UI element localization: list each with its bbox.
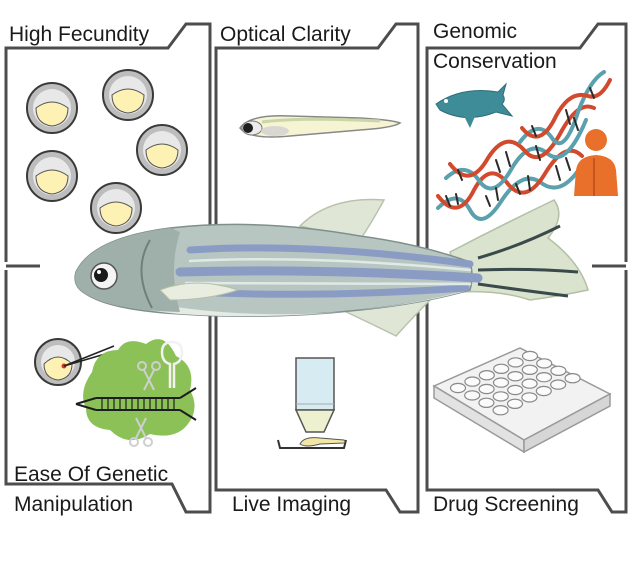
- plate-well: [550, 365, 567, 376]
- plate-well: [564, 373, 581, 384]
- frame-genetic-manipulation: [4, 270, 212, 514]
- label-conservation: Conservation: [433, 50, 557, 73]
- plate-well: [507, 357, 524, 368]
- egg-icon: [136, 124, 188, 176]
- zebrafish-illustration: [74, 198, 589, 337]
- injected-egg-icon: [34, 338, 82, 386]
- plate-well: [521, 350, 539, 362]
- plate-well: [536, 358, 553, 369]
- embryo-eggs: [26, 69, 188, 234]
- crispr-complex-icon: [75, 339, 197, 441]
- plate-well: [535, 385, 552, 397]
- plate-well: [521, 378, 538, 389]
- label-drug-screening: Drug Screening: [433, 493, 579, 516]
- egg-icon: [90, 182, 142, 234]
- plate-well: [478, 370, 495, 381]
- wells: [449, 350, 581, 416]
- transparent-larva-icon: [239, 115, 402, 138]
- panel-frames: [4, 22, 628, 514]
- frame-optical-clarity: [214, 22, 420, 262]
- egg-icon: [26, 82, 78, 134]
- label-optical-clarity: Optical Clarity: [220, 23, 351, 46]
- microscope-objective-icon: [294, 357, 336, 433]
- plate-well: [507, 384, 524, 396]
- plate-well: [492, 377, 510, 388]
- label-live-imaging: Live Imaging: [232, 493, 352, 516]
- plate-well: [449, 382, 467, 394]
- frame-drug-screening: [425, 270, 628, 514]
- plate-well: [478, 383, 495, 395]
- plate-well: [507, 371, 524, 382]
- plate-well: [535, 372, 553, 383]
- egg-icon: [26, 150, 78, 202]
- human-icon: [574, 129, 618, 196]
- plate-well: [492, 391, 509, 402]
- label-ease-of-genetic: Ease Of Genetic: [14, 463, 169, 486]
- imaging-stage-icon: [277, 437, 347, 449]
- multiwell-plate-icon: [432, 347, 612, 454]
- plate-well: [506, 398, 524, 409]
- plate-well: [464, 376, 481, 387]
- label-genomic: Genomic: [433, 20, 518, 43]
- plate-well: [521, 392, 538, 403]
- plate-well: [478, 397, 495, 408]
- dna-helix-icon: [436, 70, 612, 221]
- scissors-icon: [137, 361, 161, 391]
- plate-well: [492, 405, 509, 416]
- egg-icon: [102, 69, 154, 121]
- plate-well: [550, 379, 567, 390]
- fish-silhouette-icon: [435, 82, 514, 128]
- plate-well: [464, 390, 481, 401]
- label-high-fecundity: High Fecundity: [9, 23, 150, 46]
- plate-well: [493, 363, 510, 374]
- scissors-icon: [129, 417, 153, 447]
- label-manipulation: Manipulation: [14, 493, 134, 516]
- plate-well: [521, 364, 538, 375]
- frame-high-fecundity: [4, 22, 212, 262]
- frame-genomic-conservation: [425, 22, 628, 262]
- frame-live-imaging: [214, 270, 420, 514]
